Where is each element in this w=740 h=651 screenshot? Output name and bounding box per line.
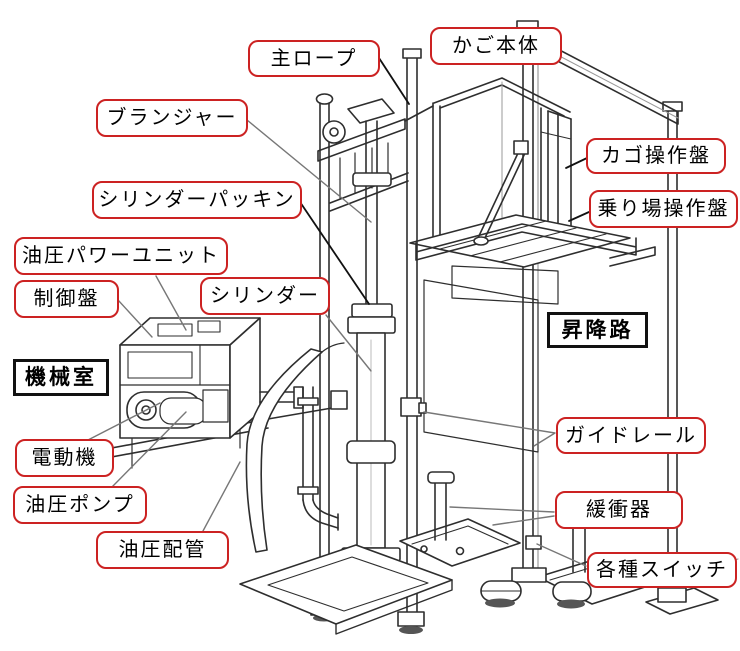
leader-main-rope — [378, 57, 410, 105]
label-plunger: ブランジャー — [96, 99, 248, 137]
leader-plunger — [246, 119, 372, 223]
leader-lines — [87, 57, 590, 567]
line-art — [89, 20, 739, 635]
leader-hydraulic-piping — [202, 461, 241, 532]
label-hydraulic-piping: 油圧配管 — [96, 531, 229, 569]
label-hydraulic-pump: 油圧ポンプ — [13, 486, 147, 524]
label-buffer: 緩衝器 — [555, 491, 683, 529]
leader-landing-operation-panel — [568, 211, 590, 222]
leader-cylinder-packing — [299, 201, 370, 305]
leader-hydraulic-power-unit — [155, 275, 187, 331]
leader-guide-rail — [423, 411, 556, 447]
label-main-rope: 主ロープ — [248, 40, 380, 77]
leader-buffer — [449, 506, 555, 526]
label-car-operation-panel: カゴ操作盤 — [586, 138, 726, 174]
leader-car-operation-panel — [565, 157, 588, 169]
leader-hydraulic-pump — [111, 411, 187, 488]
label-cylinder-packing: シリンダーパッキン — [92, 181, 302, 219]
label-hoistway: 昇降路 — [547, 312, 648, 348]
label-landing-operation-panel: 乗り場操作盤 — [589, 190, 738, 228]
leader-cylinder — [325, 314, 372, 372]
label-control-panel: 制御盤 — [14, 280, 119, 318]
label-guide-rail: ガイドレール — [556, 417, 706, 454]
label-switches: 各種スイッチ — [587, 552, 737, 588]
label-hydraulic-power-unit: 油圧パワーユニット — [14, 237, 228, 275]
label-car-body: かご本体 — [430, 27, 562, 65]
leader-motor — [87, 402, 161, 441]
leader-control-panel — [117, 299, 153, 338]
label-motor: 電動機 — [15, 439, 114, 477]
label-machine-room: 機械室 — [13, 359, 109, 396]
leader-switches — [536, 543, 587, 567]
label-cylinder: シリンダー — [200, 277, 330, 315]
